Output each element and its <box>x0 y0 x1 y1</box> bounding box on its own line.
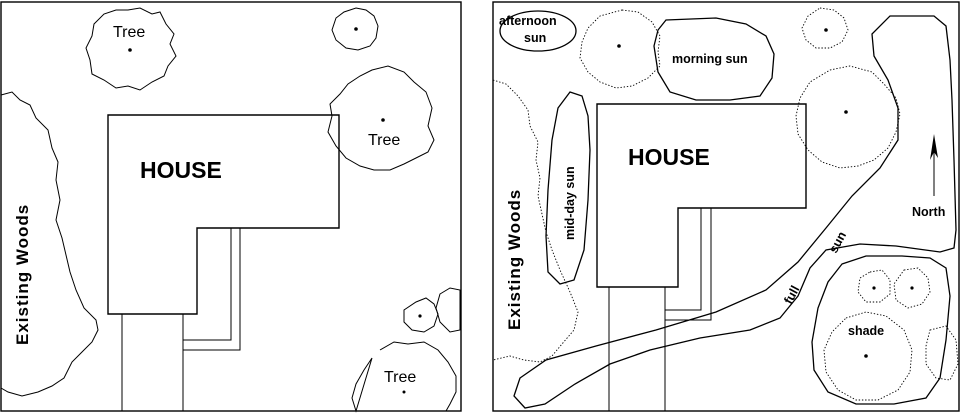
left-woods-boundary <box>0 91 99 397</box>
morning-sun-label: morning sun <box>672 52 748 66</box>
full-sun-label-sun: sun <box>826 229 849 255</box>
right-plan-border <box>492 1 960 412</box>
afternoon-sun-zone <box>499 10 577 52</box>
left-tree-small-top-right <box>331 7 379 51</box>
left-tree-right-label: Tree <box>368 132 400 149</box>
left-tree-bottom-right: Tree <box>351 341 457 413</box>
full-sun-label-full: full <box>781 283 802 306</box>
right-site-plan: Existing Woods HOUSE <box>492 1 960 412</box>
right-tree-bottom-small-1 <box>857 269 891 303</box>
north-arrow-icon <box>930 134 938 196</box>
left-house-outline <box>107 114 340 315</box>
right-tree-top-left <box>579 9 661 89</box>
morning-sun-zone <box>653 17 775 101</box>
left-tree-top: Tree <box>85 7 177 91</box>
full-sun-zone <box>513 15 957 409</box>
left-driveway <box>121 228 241 411</box>
right-driveway <box>608 208 712 411</box>
afternoon-sun-label-line1: afternoon <box>499 14 557 28</box>
right-sun-zones: afternoon sun morning sun mid-day sun fu… <box>499 10 957 409</box>
left-woods-label: Existing Woods <box>13 204 32 345</box>
left-tree-right: Tree <box>327 65 435 171</box>
left-tree-top-label: Tree <box>113 24 145 41</box>
right-tree-top-right <box>801 7 849 49</box>
right-tree-bottom-small-2 <box>893 267 931 309</box>
right-woods-label: Existing Woods <box>505 189 524 330</box>
left-tree-bottom-right-label: Tree <box>384 369 416 386</box>
shade-zone <box>811 255 951 405</box>
left-site-plan: Existing Woods HOUSE Tree Tree <box>0 1 462 413</box>
shade-label: shade <box>848 324 884 338</box>
right-house-outline <box>596 103 807 288</box>
right-house-label: HOUSE <box>628 144 710 170</box>
right-tree-bottom-edge <box>925 325 959 381</box>
right-tree-right <box>795 65 901 169</box>
right-tree-bottom-large <box>823 311 913 401</box>
north-label: North <box>912 205 945 219</box>
afternoon-sun-label-line2: sun <box>524 31 546 45</box>
right-woods-boundary <box>492 79 579 363</box>
midday-sun-label: mid-day sun <box>563 166 577 240</box>
left-trees-small-bottom-right <box>403 287 461 333</box>
midday-sun-zone <box>545 91 591 285</box>
left-house-label: HOUSE <box>140 157 222 183</box>
left-plan-border <box>0 1 462 412</box>
right-tree-canopies <box>579 7 959 401</box>
